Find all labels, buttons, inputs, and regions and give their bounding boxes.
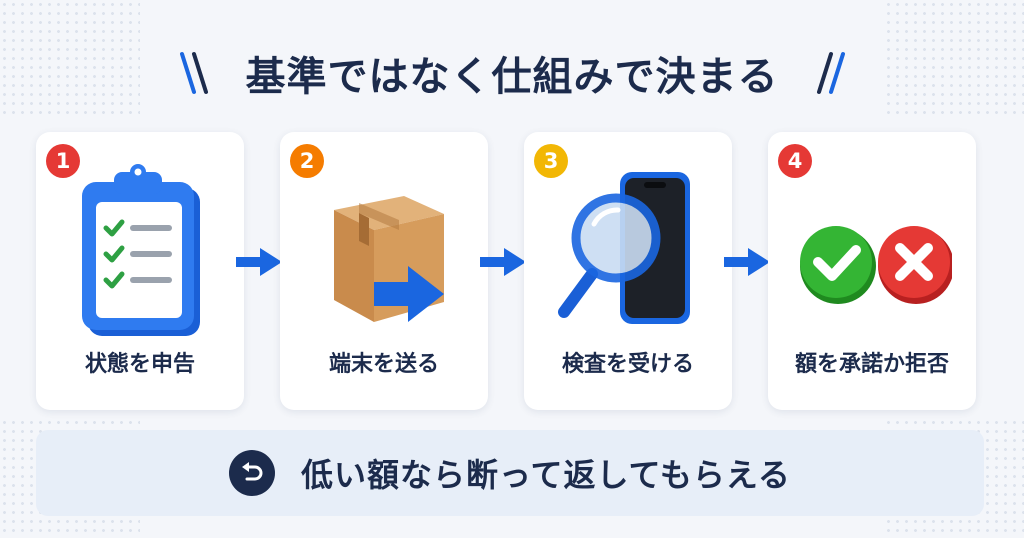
magnifier-phone-icon	[558, 172, 690, 324]
step-number-badge: 2	[290, 144, 324, 178]
clipboard-checklist-icon	[82, 164, 200, 336]
step-label: 状態を申告	[84, 352, 195, 377]
step-card-1: 1 状態を申告	[36, 132, 244, 410]
slash-decor-icon	[179, 52, 208, 94]
step-card-2: 2 端末を送る	[280, 132, 488, 410]
step-label: 端末を送る	[328, 352, 439, 377]
step-card-4: 4 額を承諾か拒否	[768, 132, 976, 410]
page-title: 基準ではなく仕組みで決まる	[245, 54, 779, 100]
decor-dots	[0, 0, 140, 120]
right-arrow-icon	[724, 248, 770, 276]
step-label: 額を承諾か拒否	[794, 352, 949, 377]
accept-reject-icon	[800, 226, 952, 304]
decor-dots	[884, 0, 1024, 120]
banner-text: 低い額なら断って返してもらえる	[301, 456, 791, 494]
step-number-badge: 1	[46, 144, 80, 178]
right-arrow-icon	[480, 248, 526, 276]
package-box-icon	[334, 196, 444, 322]
step-card-3: 3 検査を受ける	[524, 132, 732, 410]
step-label: 検査を受ける	[561, 352, 694, 377]
return-arrow-icon	[229, 450, 276, 496]
summary-banner: 低い額なら断って返してもらえる	[36, 430, 984, 516]
step-number-badge: 4	[778, 144, 812, 178]
right-arrow-icon	[236, 248, 282, 276]
slash-decor-icon	[816, 52, 845, 94]
step-number-badge: 3	[534, 144, 568, 178]
title-bar: 基準ではなく仕組みで決まる	[0, 38, 1024, 108]
